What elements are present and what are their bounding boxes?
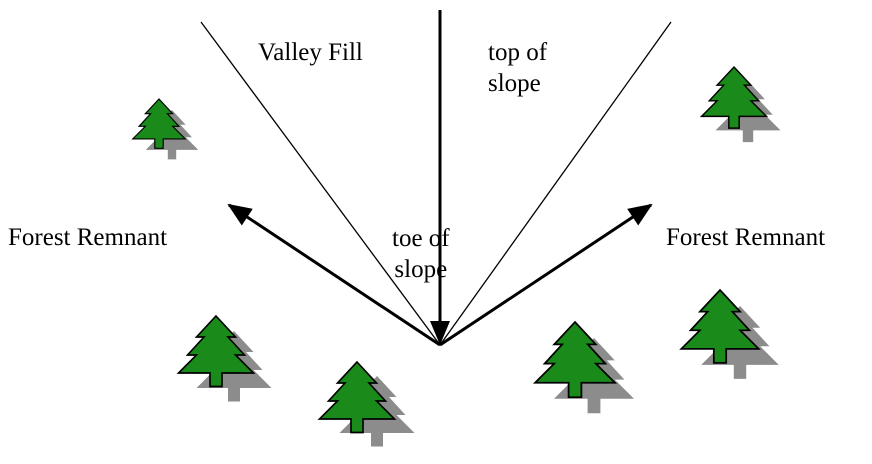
top-of-slope-line-1: top of [488,39,548,66]
toe-of-slope-line-1: toe of [392,225,450,252]
evergreen-tree-icon [680,289,779,379]
left-forest-arrow [227,203,441,347]
valley-fill-left-line [200,21,441,346]
evergreen-tree-icon [132,98,199,160]
forest-remnant-left-label: Forest Remnant [8,224,168,251]
top-of-slope-right-line [439,21,672,346]
right-forest-arrow [439,203,653,347]
evergreen-tree-icon [177,315,272,402]
top-of-slope-line-2: slope [488,70,541,97]
forest-remnant-right-label: Forest Remnant [666,224,826,251]
top-of-slope-label: top of slope [488,37,547,99]
toe-of-slope-label: toe of slope [392,223,450,285]
toe-of-slope-line-2: slope [394,256,448,283]
evergreen-tree-icon [700,66,781,143]
valley-fill-label: Valley Fill [258,39,363,66]
evergreen-tree-icon [534,321,634,414]
evergreen-tree-icon [318,361,415,447]
